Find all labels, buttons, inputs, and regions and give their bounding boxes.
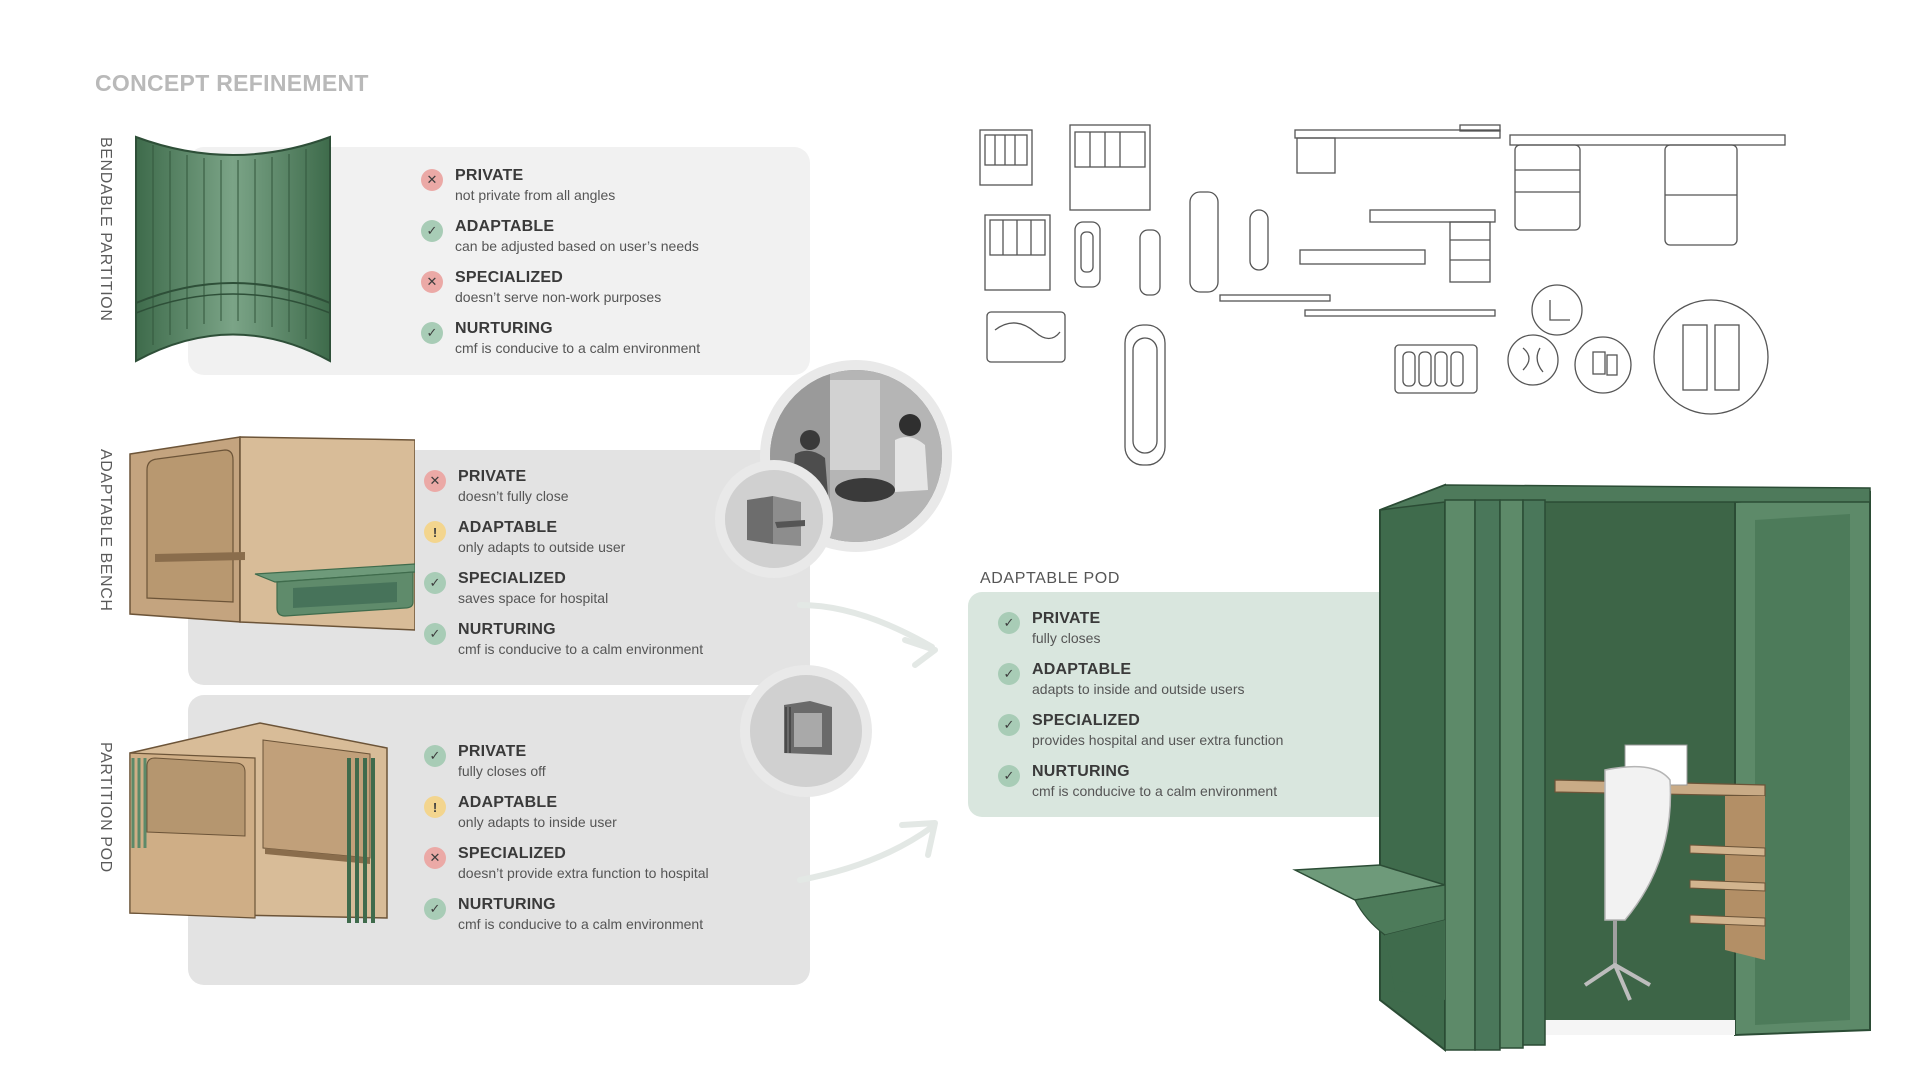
criterion-adaptable: ✓ ADAPTABLE can be adjusted based on user’… bbox=[421, 217, 700, 268]
criterion-nurturing: ✓ NURTURING cmf is conducive to a calm env… bbox=[424, 620, 703, 671]
check-icon: ✓ bbox=[998, 612, 1020, 634]
criterion-title: ADAPTABLE bbox=[455, 218, 555, 235]
page-title: CONCEPT REFINEMENT bbox=[95, 70, 369, 96]
arrow-icon bbox=[797, 824, 935, 883]
criterion-title: ADAPTABLE bbox=[458, 794, 558, 811]
criterion-title: NURTURING bbox=[455, 320, 553, 337]
adaptable-bench-criteria: ✕ PRIVATE doesn’t fully close ! ADAPTABLE on… bbox=[424, 467, 703, 671]
partition-pod-render bbox=[129, 722, 388, 923]
criterion-desc: doesn’t provide extra function to hospit… bbox=[458, 865, 709, 881]
criterion-title: SPECIALIZED bbox=[455, 269, 563, 286]
arrows-overlay bbox=[797, 602, 938, 883]
x-icon: ✕ bbox=[424, 847, 446, 869]
criterion-desc: adapts to inside and outside users bbox=[1032, 681, 1245, 697]
x-icon: ✕ bbox=[421, 169, 443, 191]
criterion-desc: doesn’t fully close bbox=[458, 488, 569, 504]
criterion-title: NURTURING bbox=[458, 896, 556, 913]
check-icon: ✓ bbox=[424, 745, 446, 767]
criterion-nurturing: ✓ NURTURING cmf is conducive to a calm env… bbox=[424, 895, 709, 946]
adaptable-pod-render bbox=[1292, 483, 1871, 1053]
criterion-desc: only adapts to inside user bbox=[458, 814, 617, 830]
criterion-title: ADAPTABLE bbox=[1032, 661, 1132, 678]
bendable-partition-label: BENDABLE PARTITION bbox=[97, 137, 114, 322]
criterion-private: ✓ PRIVATE fully closes off bbox=[424, 742, 709, 793]
model-illustration bbox=[725, 470, 823, 568]
criterion-desc: saves space for hospital bbox=[458, 590, 609, 606]
partition-pod-criteria: ✓ PRIVATE fully closes off ! ADAPTABLE only … bbox=[424, 742, 709, 946]
check-icon: ✓ bbox=[998, 714, 1020, 736]
criterion-desc: can be adjusted based on user’s needs bbox=[455, 238, 699, 254]
criterion-title: NURTURING bbox=[458, 621, 556, 638]
criterion-specialized: ✓ SPECIALIZED saves space for hospital bbox=[424, 569, 703, 620]
criterion-nurturing: ✓ NURTURING cmf is conducive to a calm env… bbox=[421, 319, 700, 370]
criterion-specialized: ✓ SPECIALIZED provides hospital and user e… bbox=[998, 711, 1283, 762]
criterion-desc: fully closes off bbox=[458, 763, 546, 779]
criterion-desc: cmf is conducive to a calm environment bbox=[458, 641, 704, 657]
criterion-adaptable: ! ADAPTABLE only adapts to inside user bbox=[424, 793, 709, 844]
criterion-desc: cmf is conducive to a calm environment bbox=[458, 916, 704, 932]
criterion-desc: cmf is conducive to a calm environment bbox=[1032, 783, 1278, 799]
criterion-title: SPECIALIZED bbox=[458, 845, 566, 862]
criterion-desc: provides hospital and user extra functio… bbox=[1032, 732, 1284, 748]
criterion-title: PRIVATE bbox=[1032, 610, 1101, 627]
pod-model-circle bbox=[750, 675, 862, 787]
arrow-icon bbox=[797, 602, 935, 650]
criterion-private: ✕ PRIVATE doesn’t fully close bbox=[424, 467, 703, 518]
x-icon: ✕ bbox=[421, 271, 443, 293]
model-illustration bbox=[750, 675, 862, 787]
x-icon: ✕ bbox=[424, 470, 446, 492]
criterion-title: PRIVATE bbox=[455, 167, 524, 184]
criterion-title: ADAPTABLE bbox=[458, 519, 558, 536]
check-icon: ✓ bbox=[421, 220, 443, 242]
bendable-partition-render bbox=[135, 135, 331, 363]
criterion-desc: fully closes bbox=[1032, 630, 1101, 646]
check-icon: ✓ bbox=[998, 765, 1020, 787]
criterion-title: PRIVATE bbox=[458, 468, 527, 485]
criterion-specialized: ✕ SPECIALIZED doesn’t serve non-work purpo… bbox=[421, 268, 700, 319]
adaptable-bench-label: ADAPTABLE BENCH bbox=[97, 449, 114, 612]
concept-sketches bbox=[979, 124, 1786, 466]
arrow-head-icon bbox=[902, 637, 938, 668]
criterion-desc: only adapts to outside user bbox=[458, 539, 626, 555]
criterion-title: SPECIALIZED bbox=[1032, 712, 1140, 729]
exclamation-icon: ! bbox=[424, 521, 446, 543]
criterion-adaptable: ✓ ADAPTABLE adapts to inside and outside u… bbox=[998, 660, 1283, 711]
adaptable-pod-panel bbox=[968, 592, 1388, 817]
bench-model-circle bbox=[725, 470, 823, 568]
criterion-adaptable: ! ADAPTABLE only adapts to outside user bbox=[424, 518, 703, 569]
arrow-head-icon bbox=[899, 820, 938, 858]
criterion-desc: not private from all angles bbox=[455, 187, 616, 203]
criterion-specialized: ✕ SPECIALIZED doesn’t provide extra functi… bbox=[424, 844, 709, 895]
check-icon: ✓ bbox=[421, 322, 443, 344]
exclamation-icon: ! bbox=[424, 796, 446, 818]
check-icon: ✓ bbox=[998, 663, 1020, 685]
criterion-desc: cmf is conducive to a calm environment bbox=[455, 340, 701, 356]
criterion-title: SPECIALIZED bbox=[458, 570, 566, 587]
criterion-title: NURTURING bbox=[1032, 763, 1130, 780]
criterion-nurturing: ✓ NURTURING cmf is conducive to a calm env… bbox=[998, 762, 1283, 813]
criterion-private: ✕ PRIVATE not private from all angles bbox=[421, 166, 700, 217]
check-icon: ✓ bbox=[424, 898, 446, 920]
adaptable-pod-label: ADAPTABLE POD bbox=[980, 570, 1120, 587]
criterion-desc: doesn’t serve non-work purposes bbox=[455, 289, 662, 305]
adaptable-pod-criteria: ✓ PRIVATE fully closes ✓ ADAPTABLE adapts to… bbox=[998, 609, 1283, 813]
criterion-title: PRIVATE bbox=[458, 743, 527, 760]
bendable-partition-criteria: ✕ PRIVATE not private from all angles ✓ ADA… bbox=[421, 166, 700, 370]
check-icon: ✓ bbox=[424, 623, 446, 645]
check-icon: ✓ bbox=[424, 572, 446, 594]
partition-pod-label: PARTITION POD bbox=[97, 742, 114, 873]
criterion-private: ✓ PRIVATE fully closes bbox=[998, 609, 1283, 660]
adaptable-bench-render bbox=[129, 436, 415, 631]
